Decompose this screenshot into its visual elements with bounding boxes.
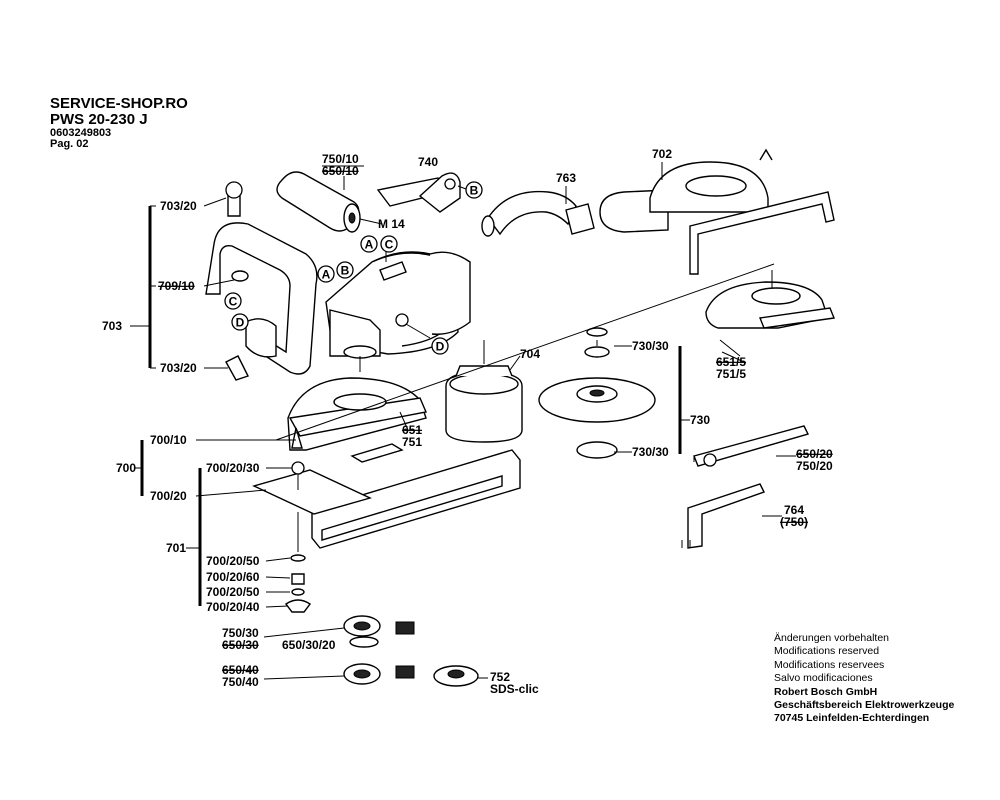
label-763: 763	[556, 171, 576, 185]
mounting-flanges	[343, 615, 479, 687]
label-651: 651	[402, 423, 422, 437]
label-740: 740	[418, 155, 438, 169]
label-730: 730	[690, 413, 710, 427]
label-751: 751	[402, 435, 422, 449]
label-650-20: 650/20	[796, 447, 833, 461]
label-650-30: 650/30	[222, 638, 259, 652]
label-700-20-40: 700/20/40	[206, 600, 260, 614]
footer-es: Salvo modificaciones	[774, 672, 873, 685]
part-number: 0603249803	[50, 126, 112, 139]
label-sds-clic: SDS-clic	[490, 682, 539, 696]
extraction-hood	[599, 148, 835, 275]
label-700-20: 700/20	[150, 489, 187, 503]
label-651-5: 651/5	[716, 355, 746, 369]
footer-de: Änderungen vorbehalten	[774, 632, 890, 644]
label-700-20-60: 700/20/60	[206, 570, 260, 584]
label-700-20-50-b: 700/20/50	[206, 585, 260, 599]
two-pin-spanner	[693, 425, 810, 467]
footer-address: 70745 Leinfelden-Echterdingen	[774, 712, 930, 725]
marker-b-2: B	[336, 261, 354, 279]
footer-fr: Modifications reservees	[774, 658, 885, 671]
label-730-30-top: 730/30	[632, 339, 669, 353]
svg-text:D: D	[436, 340, 445, 354]
side-handle	[276, 171, 383, 233]
svg-text:A: A	[322, 268, 331, 282]
label-702: 702	[652, 147, 672, 161]
label-650-40: 650/40	[222, 663, 259, 677]
label-650-10: 650/10	[322, 164, 359, 178]
label-752: 752	[490, 670, 510, 684]
callout-labels: 750/10 650/10 740 763 702 M 14 703/20 70…	[102, 147, 833, 696]
svg-text:C: C	[385, 238, 394, 252]
label-700-20-30: 700/20/30	[206, 461, 260, 475]
header-block: SERVICE-SHOP.RO PWS 20-230 J 0603249803 …	[50, 96, 188, 151]
svg-text:C: C	[229, 295, 238, 309]
label-703-20-bot: 703/20	[160, 361, 197, 375]
label-703-20-top: 703/20	[160, 199, 197, 213]
label-709-10: 709/10	[158, 279, 195, 293]
angle-grinder-body	[325, 244, 471, 372]
svg-text:B: B	[470, 184, 479, 198]
callout-brackets	[130, 205, 690, 606]
extraction-hood-704	[445, 340, 523, 443]
footer-en: Modifications reserved	[774, 645, 880, 658]
svg-text:A: A	[365, 238, 374, 252]
label-701: 701	[166, 541, 186, 555]
pin-wrench-764	[681, 483, 765, 549]
protection-guard-651	[287, 377, 427, 451]
label-751-5: 751/5	[716, 367, 746, 381]
guide-fastener-stack	[284, 512, 312, 613]
model-name: PWS 20-230 J	[50, 110, 148, 128]
marker-b-1: B	[465, 181, 483, 199]
label-700-10: 700/10	[150, 433, 187, 447]
label-750-30: 750/30	[222, 626, 259, 640]
marker-a-2: A	[317, 265, 335, 283]
label-750-20: 750/20	[796, 459, 833, 473]
label-703: 703	[102, 319, 122, 333]
cutting-guide	[252, 443, 521, 549]
label-750-40: 750/40	[222, 675, 259, 689]
shop-name: SERVICE-SHOP.RO	[50, 95, 188, 112]
svg-text:B: B	[341, 264, 350, 278]
footer-block: Änderungen vorbehalten Modifications res…	[774, 632, 954, 726]
label-650-30-20: 650/30/20	[282, 638, 336, 652]
label-750-paren: (750)	[780, 515, 808, 529]
bow-handle	[205, 181, 318, 381]
grinding-disc	[538, 327, 656, 459]
svg-text:D: D	[236, 316, 245, 330]
extraction-hose	[481, 186, 595, 237]
footer-company: Robert Bosch GmbH	[774, 685, 878, 698]
page-number: Pag. 02	[50, 138, 89, 151]
bracket-740	[376, 172, 467, 213]
marker-c-2: C	[224, 292, 242, 310]
label-700: 700	[116, 461, 136, 475]
marker-a-1: A	[360, 235, 378, 253]
marker-d-1: D	[231, 313, 249, 331]
footer-division: Geschäftsbereich Elektrowerkzeuge	[774, 699, 955, 712]
label-m14: M 14	[378, 217, 405, 231]
label-704: 704	[520, 347, 540, 361]
marker-c-1: C	[380, 235, 398, 253]
label-700-20-50-a: 700/20/50	[206, 554, 260, 568]
leader-lines	[195, 176, 796, 680]
guard-651-5	[705, 270, 835, 357]
label-730-30-bot: 730/30	[632, 445, 669, 459]
label-750-10: 750/10	[322, 152, 359, 166]
label-764: 764	[784, 503, 804, 517]
marker-d-2: D	[431, 337, 449, 355]
